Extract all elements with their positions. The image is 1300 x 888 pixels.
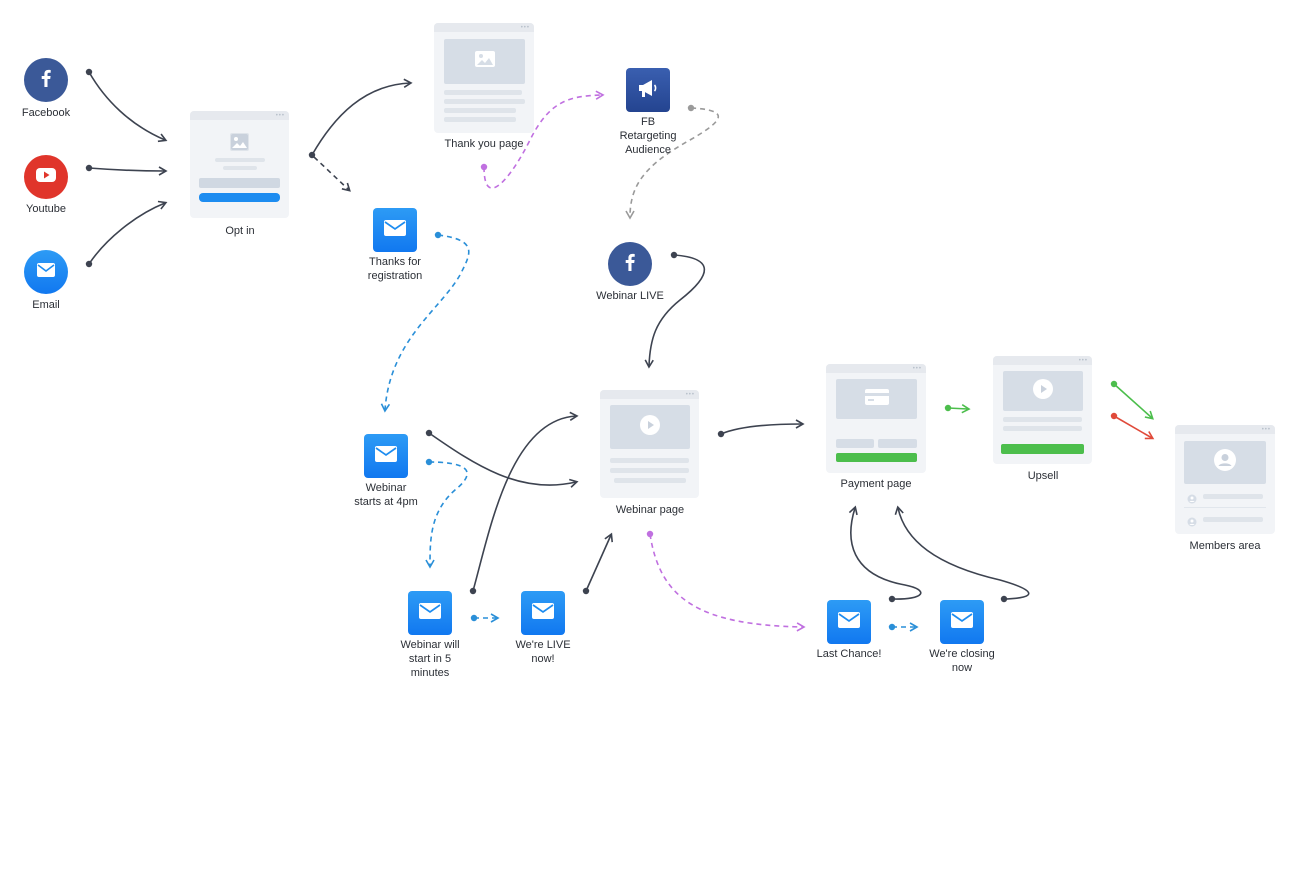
fb-retargeting-node[interactable] <box>626 68 670 112</box>
webinar-page-label: Webinar page <box>615 504 685 516</box>
payment-page-node[interactable]: ••• <box>826 364 926 473</box>
facebook-source-node[interactable] <box>24 58 68 102</box>
connector-starts4pm-5min <box>425 458 468 569</box>
envelope-icon <box>383 219 407 242</box>
connector-upsell-members-accept <box>1110 380 1154 420</box>
starts-4pm-label: Webinar starts at 4pm <box>354 482 418 508</box>
connector-livenow-webinarpage <box>582 532 614 595</box>
connector-email-optin <box>85 200 168 268</box>
image-placeholder-icon <box>474 50 496 73</box>
connector-lastchance-closing <box>888 622 919 632</box>
thanks-registration-label: Thanks for registration <box>367 256 423 282</box>
connector-thankyou-retargeting <box>480 90 605 189</box>
members-area-label: Members area <box>1189 540 1261 552</box>
credit-card-icon <box>864 388 890 411</box>
connector-closing-payment <box>894 505 1030 603</box>
connector-youtube-optin <box>85 164 168 176</box>
email-thanks-registration-node[interactable] <box>373 208 417 252</box>
closing-now-label: We're closing now <box>929 648 995 674</box>
megaphone-icon <box>636 77 660 104</box>
fb-retargeting-label: FB Retargeting Audience <box>619 116 677 156</box>
connector-5min-livenow <box>470 613 500 623</box>
payment-page-label: Payment page <box>840 478 912 490</box>
youtube-source-node[interactable] <box>24 155 68 199</box>
live-now-label: We're LIVE now! <box>515 639 571 665</box>
envelope-icon <box>950 611 974 634</box>
webinar-page-node[interactable]: ••• <box>600 390 699 498</box>
youtube-icon <box>35 167 57 188</box>
connector-optin-thanks-email <box>313 156 351 192</box>
email-closing-now-node[interactable] <box>940 600 984 644</box>
envelope-icon <box>374 445 398 468</box>
user-avatar-icon <box>1213 448 1237 477</box>
facebook-label: Facebook <box>21 107 71 119</box>
last-chance-label: Last Chance! <box>816 648 882 660</box>
connector-5min-webinarpage <box>469 411 579 595</box>
start-5min-label: Webinar will start in 5 minutes <box>400 639 460 679</box>
connector-optin-thankyou <box>308 78 413 159</box>
optin-page-node[interactable]: ••• <box>190 111 289 218</box>
facebook-icon <box>619 251 641 278</box>
envelope-icon <box>837 611 861 634</box>
envelope-icon <box>531 602 555 625</box>
user-icon <box>1187 514 1197 532</box>
thankyou-label: Thank you page <box>444 138 524 150</box>
connector-webinarlive-webinarpage <box>644 251 706 369</box>
email-last-chance-node[interactable] <box>827 600 871 644</box>
email-label: Email <box>32 299 60 311</box>
connector-webinarpage-payment <box>717 419 805 438</box>
optin-label: Opt in <box>225 225 255 237</box>
email-icon <box>36 262 56 283</box>
connector-lastchance-payment <box>848 505 922 603</box>
play-icon <box>1032 378 1054 405</box>
email-live-now-node[interactable] <box>521 591 565 635</box>
connector-webinarpage-lastchance <box>646 530 806 632</box>
upsell-page-node[interactable]: ••• <box>993 356 1092 464</box>
webinar-live-label: Webinar LIVE <box>596 290 664 302</box>
connector-starts4pm-webinarpage <box>425 429 579 488</box>
connector-upsell-members-decline <box>1110 412 1155 440</box>
upsell-label: Upsell <box>1027 470 1059 482</box>
connector-payment-upsell <box>944 404 971 414</box>
user-icon <box>1187 491 1197 509</box>
connector-retargeting-webinarlive <box>625 104 720 220</box>
email-starts-4pm-node[interactable] <box>364 434 408 478</box>
youtube-label: Youtube <box>26 203 66 215</box>
image-placeholder-icon <box>230 133 249 151</box>
members-area-node[interactable]: ••• <box>1175 425 1275 534</box>
envelope-icon <box>418 602 442 625</box>
webinar-live-node[interactable] <box>608 242 652 286</box>
email-source-node[interactable] <box>24 250 68 294</box>
facebook-icon <box>35 67 57 94</box>
play-icon <box>639 414 661 441</box>
connector-thanks-starts4pm <box>380 231 470 413</box>
thankyou-page-node[interactable]: ••• <box>434 23 534 133</box>
email-start-5min-node[interactable] <box>408 591 452 635</box>
connector-facebook-optin <box>85 68 168 143</box>
